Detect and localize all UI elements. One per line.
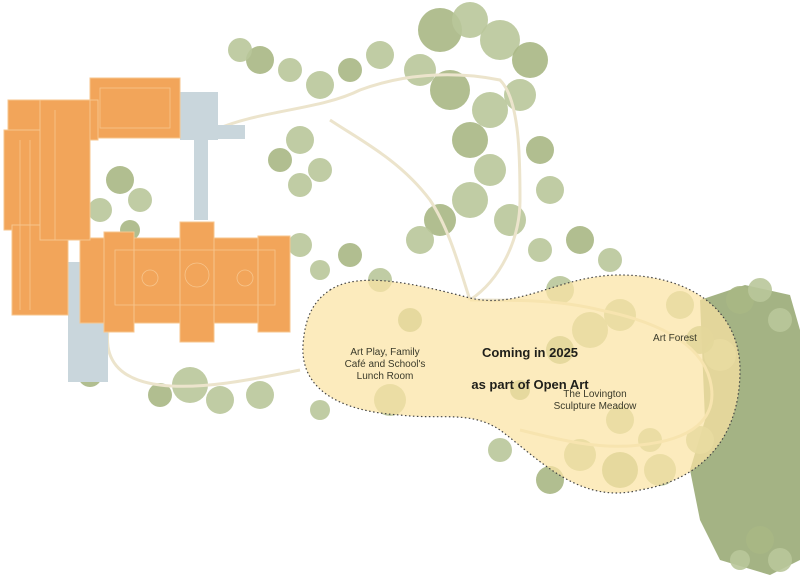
tree	[768, 548, 792, 572]
tree	[246, 46, 274, 74]
tree	[430, 70, 470, 110]
tree	[278, 58, 302, 82]
tree	[472, 92, 508, 128]
tree	[246, 381, 274, 409]
tree	[746, 526, 774, 554]
area-label-art-play: Art Play, Family Café and School's Lunch…	[344, 347, 426, 382]
tree	[452, 122, 488, 158]
tree	[404, 54, 436, 86]
tree	[286, 126, 314, 154]
tree	[310, 400, 330, 420]
tree	[528, 238, 552, 262]
tree	[730, 550, 750, 570]
tree	[288, 233, 312, 257]
open-art-zone	[302, 274, 741, 494]
main-building	[3, 77, 291, 343]
tree	[308, 158, 332, 182]
tree	[536, 176, 564, 204]
tree	[206, 386, 234, 414]
tree	[480, 20, 520, 60]
tree	[566, 226, 594, 254]
tree	[406, 226, 434, 254]
tree	[526, 136, 554, 164]
area-label-art-forest: Art Forest	[653, 333, 697, 344]
tree	[366, 41, 394, 69]
tree	[748, 278, 772, 302]
tree	[452, 182, 488, 218]
tree	[452, 2, 488, 38]
tree	[128, 188, 152, 212]
tree	[726, 286, 754, 314]
tree	[338, 243, 362, 267]
tree	[228, 38, 252, 62]
tree	[148, 383, 172, 407]
tree	[88, 198, 112, 222]
tree	[488, 438, 512, 462]
headline-line-1: Coming in 2025	[481, 345, 579, 360]
building-detail-lines	[19, 87, 276, 310]
tree	[338, 58, 362, 82]
tree	[288, 173, 312, 197]
tree	[418, 8, 462, 52]
headline-line-2: as part of Open Art	[471, 377, 589, 392]
tree	[106, 166, 134, 194]
tree	[512, 42, 548, 78]
area-label-sculpture-meadow: The Lovington Sculpture Meadow	[553, 389, 637, 412]
tree	[768, 308, 792, 332]
tree	[310, 260, 330, 280]
tree	[306, 71, 334, 99]
tree	[268, 148, 292, 172]
tree	[474, 154, 506, 186]
tree	[598, 248, 622, 272]
coming-2025-headline: Coming in 2025 as part of Open Art	[460, 329, 600, 409]
